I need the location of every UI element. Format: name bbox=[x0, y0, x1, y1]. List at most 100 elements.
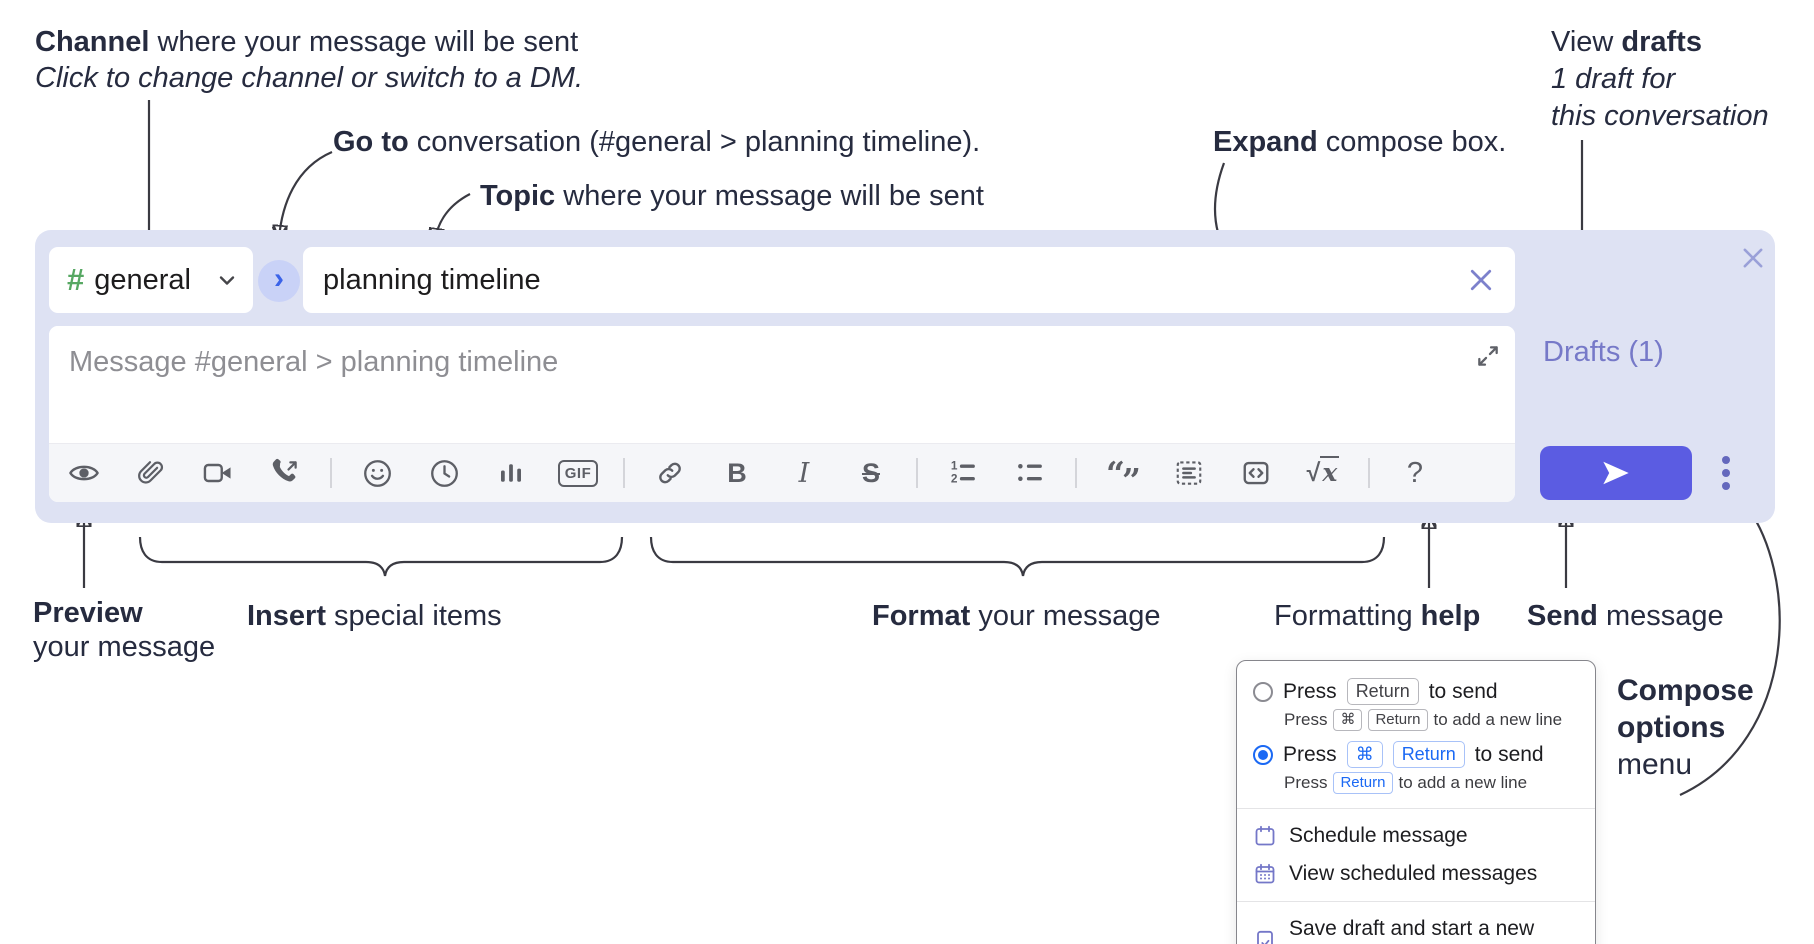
italic-icon[interactable]: I bbox=[782, 451, 826, 495]
channel-annotation-rest: where your message will be sent bbox=[149, 26, 579, 58]
view-scheduled-label: View scheduled messages bbox=[1289, 862, 1538, 885]
close-icon bbox=[1466, 265, 1496, 295]
return-to-send-option[interactable]: Press Return to send bbox=[1253, 674, 1579, 709]
radio-unselected[interactable] bbox=[1253, 681, 1273, 702]
view-drafts-bold: drafts bbox=[1621, 26, 1702, 58]
send-button[interactable] bbox=[1540, 446, 1692, 500]
compose-line1: Compose bbox=[1617, 674, 1754, 707]
preview-bold: Preview bbox=[33, 597, 143, 629]
channel-annotation-line2: Click to change channel or switch to a D… bbox=[35, 62, 584, 94]
topic-input[interactable] bbox=[303, 247, 1515, 313]
return-keycap: Return bbox=[1392, 741, 1465, 768]
format-rest: your message bbox=[970, 600, 1161, 632]
option1-subtext: Press ⌘ Return to add a new line bbox=[1284, 709, 1563, 731]
return-keycap: Return bbox=[1346, 678, 1419, 705]
menu-divider bbox=[1237, 808, 1595, 809]
view-drafts-pre: View bbox=[1551, 26, 1622, 58]
emoji-smiley-icon[interactable] bbox=[355, 451, 399, 495]
insert-brace bbox=[138, 536, 624, 577]
compose-options-dots-icon[interactable] bbox=[1706, 446, 1746, 500]
strike-label: S bbox=[861, 457, 880, 488]
compose-close-button[interactable] bbox=[1734, 240, 1772, 276]
audio-call-icon[interactable] bbox=[263, 451, 307, 495]
strikethrough-icon[interactable]: S bbox=[849, 451, 893, 495]
formatting-help-icon[interactable]: ? bbox=[1393, 451, 1437, 495]
calendar-icon bbox=[1253, 824, 1277, 848]
attachment-paperclip-icon[interactable] bbox=[129, 451, 173, 495]
preview-annotation: Preview your message bbox=[33, 596, 215, 664]
topic-annotation-rest: where your message will be sent bbox=[555, 180, 984, 212]
drafts-link[interactable]: Drafts (1) bbox=[1543, 336, 1664, 368]
italic-label: I bbox=[798, 457, 810, 489]
option1-press: Press bbox=[1283, 679, 1337, 703]
help-glyph: ? bbox=[1406, 456, 1424, 489]
video-camera-icon[interactable] bbox=[196, 451, 240, 495]
toolbar-divider bbox=[1368, 458, 1370, 488]
bold-label: B bbox=[727, 457, 747, 488]
svg-text:1: 1 bbox=[951, 459, 958, 473]
radio-selected[interactable] bbox=[1253, 744, 1273, 765]
gif-icon[interactable]: GIF bbox=[556, 451, 600, 495]
toolbar-divider bbox=[330, 458, 332, 488]
channel-annotation-bold: Channel bbox=[35, 26, 150, 58]
bold-icon[interactable]: B bbox=[715, 451, 759, 495]
sqrt-glyph: √x bbox=[1306, 456, 1340, 487]
option1-after: to send bbox=[1428, 679, 1498, 703]
cmd-keycap: ⌘ bbox=[1346, 741, 1383, 768]
view-drafts-line3: this conversation bbox=[1551, 100, 1769, 132]
option2-subtext: Press Return to add a new line bbox=[1284, 772, 1528, 794]
goto-annotation-bold: Go to bbox=[333, 126, 409, 158]
save-draft-item[interactable]: Save draft and start a new message bbox=[1253, 910, 1579, 944]
view-drafts-line2: 1 draft for bbox=[1551, 63, 1676, 95]
channel-selector[interactable]: # general bbox=[49, 247, 253, 313]
topic-annotation: Topic where your message will be sent bbox=[480, 178, 984, 214]
goto-annotation-rest: conversation (#general > planning timeli… bbox=[408, 126, 981, 158]
goto-annotation: Go to conversation (#general > planning … bbox=[333, 124, 980, 160]
clock-icon[interactable] bbox=[422, 451, 466, 495]
message-input[interactable] bbox=[49, 326, 1515, 443]
schedule-message-label: Schedule message bbox=[1289, 824, 1468, 847]
formula-sqrt-icon[interactable]: √x bbox=[1301, 451, 1345, 495]
help-pre: Formatting bbox=[1274, 600, 1421, 632]
return-keycap: Return bbox=[1333, 772, 1393, 794]
hash-icon: # bbox=[67, 262, 85, 297]
compose-line3: menu bbox=[1617, 748, 1693, 781]
send-rest: message bbox=[1597, 600, 1724, 632]
bulleted-list-icon[interactable] bbox=[1008, 451, 1052, 495]
insert-bold: Insert bbox=[247, 600, 326, 632]
blockquote-icon[interactable]: “” bbox=[1100, 451, 1144, 500]
preview-line2: your message bbox=[33, 631, 216, 663]
expand-compose-icon[interactable] bbox=[1468, 336, 1508, 376]
schedule-message-item[interactable]: Schedule message bbox=[1253, 817, 1579, 855]
toolbar-divider bbox=[623, 458, 625, 488]
goto-conversation-button[interactable]: › bbox=[258, 260, 300, 302]
cmd-return-to-send-option[interactable]: Press ⌘ Return to send bbox=[1253, 737, 1579, 772]
expand-annotation-bold: Expand bbox=[1213, 126, 1318, 158]
svg-text:2: 2 bbox=[951, 472, 958, 486]
compose-options-annotation: Compose options menu bbox=[1617, 672, 1754, 783]
blockquote-glyphs: “” bbox=[1106, 453, 1141, 500]
view-scheduled-messages-item[interactable]: View scheduled messages bbox=[1253, 855, 1579, 893]
code-block-icon[interactable] bbox=[1167, 451, 1211, 495]
code-icon[interactable] bbox=[1234, 451, 1278, 495]
option2-after: to send bbox=[1474, 742, 1544, 766]
send-plane-icon bbox=[1600, 457, 1632, 489]
poll-bar-chart-icon[interactable] bbox=[489, 451, 533, 495]
send-bold: Send bbox=[1527, 600, 1598, 632]
goto-arrow bbox=[279, 150, 333, 238]
chevron-down-icon bbox=[215, 268, 239, 292]
send-annotation: Send message bbox=[1527, 598, 1724, 634]
gif-label: GIF bbox=[557, 459, 599, 487]
return-keycap: Return bbox=[1368, 709, 1428, 731]
preview-eye-icon[interactable] bbox=[62, 451, 106, 495]
save-draft-label: Save draft and start a new message bbox=[1289, 917, 1535, 944]
topic-clear-button[interactable] bbox=[1462, 262, 1500, 298]
calendar-grid-icon bbox=[1253, 862, 1277, 886]
compose-line2: options bbox=[1617, 711, 1726, 744]
cmd-keycap: ⌘ bbox=[1333, 709, 1363, 731]
formatting-help-annotation: Formatting help bbox=[1274, 598, 1480, 634]
link-icon[interactable] bbox=[648, 451, 692, 495]
